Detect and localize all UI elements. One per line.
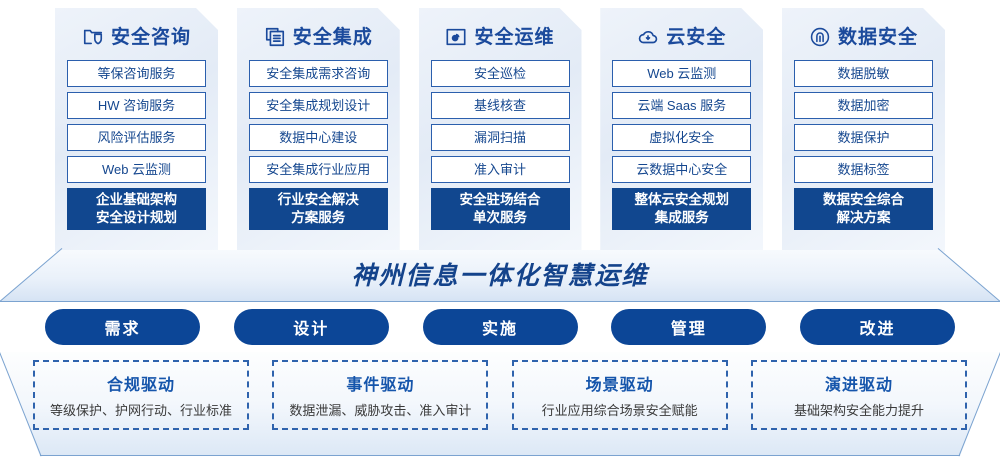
stage-pill-improvement[interactable]: 改进 (800, 309, 955, 345)
drivers-section: 合规驱动 等级保护、护网行动、行业标准 事件驱动 数据泄漏、威胁攻击、准入审计 … (0, 352, 1000, 457)
service-item[interactable]: 虚拟化安全 (612, 124, 751, 151)
lifecycle-stages: 需求 设计 实施 管理 改进 (0, 309, 1000, 347)
column-header: 安全咨询 (67, 14, 206, 60)
service-item[interactable]: Web 云监测 (612, 60, 751, 87)
service-item[interactable]: 安全集成行业应用 (249, 156, 388, 183)
service-item[interactable]: 数据保护 (794, 124, 933, 151)
column-title: 安全运维 (474, 26, 555, 48)
column-title: 安全集成 (292, 26, 373, 48)
banner-shape (0, 250, 1000, 302)
platform-banner: 神州信息一体化智慧运维 (0, 247, 1000, 302)
driver-title: 演进驱动 (824, 377, 893, 394)
driver-card-scenario[interactable]: 场景驱动 行业应用综合场景安全赋能 (511, 360, 728, 430)
documents-stack-icon (264, 26, 286, 48)
drivers-edge-bottom (40, 455, 960, 456)
service-item[interactable]: 风险评估服务 (67, 124, 206, 151)
driver-description: 行业应用综合场景安全赋能 (541, 403, 698, 418)
driver-title: 场景驱动 (585, 377, 654, 394)
driver-description: 等级保护、护网行动、行业标准 (49, 403, 232, 418)
summary-line-2: 方案服务 (291, 210, 346, 225)
driver-card-incident[interactable]: 事件驱动 数据泄漏、威胁攻击、准入审计 (272, 360, 489, 430)
column-summary-card[interactable]: 行业安全解决 方案服务 (249, 188, 388, 230)
capability-column-security-integration[interactable]: 安全集成 安全集成需求咨询 安全集成规划设计 数据中心建设 安全集成行业应用 行… (237, 8, 400, 252)
column-summary-card[interactable]: 安全驻场结合 单次服务 (431, 188, 570, 230)
service-item[interactable]: 安全集成需求咨询 (249, 60, 388, 87)
drivers-shape (0, 352, 1000, 456)
service-item[interactable]: 漏洞扫描 (431, 124, 570, 151)
capability-columns: 安全咨询 等保咨询服务 HW 咨询服务 风险评估服务 Web 云监测 企业基础架… (0, 0, 1000, 252)
capability-column-security-operations[interactable]: 安全运维 安全巡检 基线核查 漏洞扫描 准入审计 安全驻场结合 单次服务 (419, 8, 582, 252)
summary-line-2: 集成服务 (654, 210, 709, 225)
driver-card-evolution[interactable]: 演进驱动 基础架构安全能力提升 (750, 360, 967, 430)
column-summary-card[interactable]: 企业基础架构 安全设计规划 (67, 188, 206, 230)
service-item[interactable]: 安全集成规划设计 (249, 92, 388, 119)
fingerprint-icon (809, 26, 831, 48)
column-summary-card[interactable]: 整体云安全规划 集成服务 (612, 188, 751, 230)
service-item[interactable]: HW 咨询服务 (67, 92, 206, 119)
column-item-list: Web 云监测 云端 Saas 服务 虚拟化安全 云数据中心安全 (612, 60, 751, 183)
column-title: 安全咨询 (110, 26, 191, 48)
cloud-icon (637, 26, 659, 48)
column-title: 云安全 (666, 26, 727, 48)
stage-pill-implementation[interactable]: 实施 (422, 309, 578, 345)
summary-line-2: 解决方案 (836, 210, 891, 225)
summary-line-1: 企业基础架构 (96, 192, 177, 207)
service-item[interactable]: 数据加密 (794, 92, 933, 119)
column-item-list: 安全集成需求咨询 安全集成规划设计 数据中心建设 安全集成行业应用 (249, 60, 388, 183)
driver-card-compliance[interactable]: 合规驱动 等级保护、护网行动、行业标准 (33, 360, 249, 430)
service-item[interactable]: 准入审计 (431, 156, 570, 183)
service-item[interactable]: 基线核查 (431, 92, 570, 119)
capability-column-data-security[interactable]: 数据安全 数据脱敏 数据加密 数据保护 数据标签 数据安全综合 解决方案 (782, 8, 945, 252)
capability-column-cloud-security[interactable]: 云安全 Web 云监测 云端 Saas 服务 虚拟化安全 云数据中心安全 整体云… (600, 8, 763, 252)
summary-line-1: 整体云安全规划 (634, 192, 729, 207)
service-item[interactable]: 数据脱敏 (794, 60, 933, 87)
driver-title: 合规驱动 (106, 377, 175, 394)
banner-title: 神州信息一体化智慧运维 (351, 262, 649, 290)
driver-description: 数据泄漏、威胁攻击、准入审计 (289, 403, 472, 418)
column-header: 数据安全 (794, 14, 933, 60)
column-header: 安全集成 (249, 14, 388, 60)
service-item[interactable]: 云数据中心安全 (612, 156, 751, 183)
summary-line-2: 单次服务 (473, 210, 527, 225)
summary-line-2: 安全设计规划 (96, 210, 177, 225)
capability-column-security-consulting[interactable]: 安全咨询 等保咨询服务 HW 咨询服务 风险评估服务 Web 云监测 企业基础架… (55, 8, 218, 252)
service-item[interactable]: 数据标签 (794, 156, 933, 183)
stage-pill-design[interactable]: 设计 (233, 309, 389, 345)
folder-shield-icon (82, 26, 104, 48)
monitor-chart-icon (445, 26, 467, 48)
service-item[interactable]: 数据中心建设 (249, 124, 388, 151)
summary-line-1: 数据安全综合 (823, 192, 904, 207)
driver-box-list: 合规驱动 等级保护、护网行动、行业标准 事件驱动 数据泄漏、威胁攻击、准入审计 … (0, 360, 1000, 430)
driver-description: 基础架构安全能力提升 (793, 403, 924, 418)
service-item[interactable]: 等保咨询服务 (67, 60, 206, 87)
column-summary-card[interactable]: 数据安全综合 解决方案 (794, 188, 933, 230)
service-item[interactable]: 云端 Saas 服务 (612, 92, 751, 119)
summary-line-1: 行业安全解决 (277, 192, 359, 207)
column-header: 云安全 (612, 14, 751, 60)
banner-edge-bottom (0, 301, 1000, 302)
driver-title: 事件驱动 (346, 377, 415, 394)
column-title: 数据安全 (837, 26, 918, 48)
service-item[interactable]: Web 云监测 (67, 156, 206, 183)
summary-line-1: 安全驻场结合 (459, 192, 541, 207)
column-item-list: 数据脱敏 数据加密 数据保护 数据标签 (794, 60, 933, 183)
stage-pill-requirements[interactable]: 需求 (45, 309, 200, 345)
column-header: 安全运维 (431, 14, 570, 60)
stage-pill-management[interactable]: 管理 (611, 309, 767, 345)
column-item-list: 安全巡检 基线核查 漏洞扫描 准入审计 (431, 60, 570, 183)
column-item-list: 等保咨询服务 HW 咨询服务 风险评估服务 Web 云监测 (67, 60, 206, 183)
service-item[interactable]: 安全巡检 (431, 60, 570, 87)
